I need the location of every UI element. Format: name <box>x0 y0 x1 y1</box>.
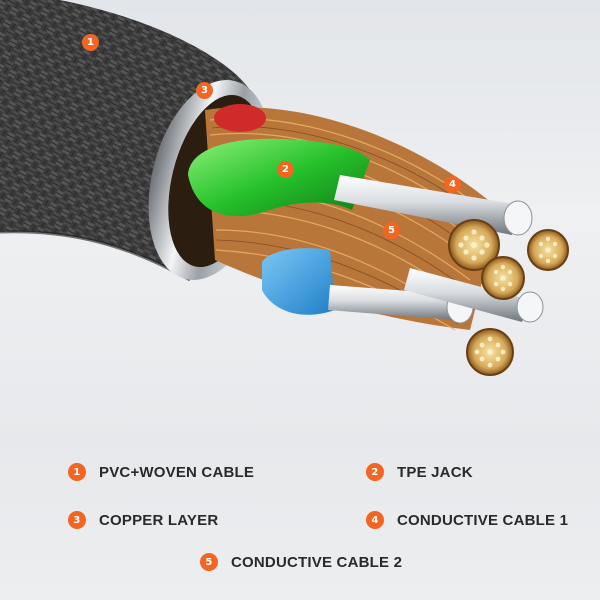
legend-label: TPE JACK <box>397 463 473 481</box>
copper-conductor-ends <box>448 219 569 376</box>
marker-badge-2: 2 <box>277 161 294 178</box>
red-inner-tube <box>214 104 266 132</box>
marker-badge-4: 4 <box>444 176 461 193</box>
green-tpe-jacket <box>188 138 370 217</box>
legend-item-pvc-woven-cable: 1 PVC+WOVEN CABLE <box>68 463 254 481</box>
legend-item-conductive-cable-2: 5 CONDUCTIVE CABLE 2 <box>200 553 402 571</box>
legend-label: CONDUCTIVE CABLE 2 <box>231 553 403 571</box>
legend-label: PVC+WOVEN CABLE <box>99 463 255 481</box>
legend-label: COPPER LAYER <box>99 511 219 529</box>
number-badge-4: 4 <box>366 511 384 529</box>
number-badge-1: 1 <box>68 463 86 481</box>
legend-item-conductive-cable-1: 4 CONDUCTIVE CABLE 1 <box>366 511 568 529</box>
cable-cross-section-illustration <box>0 0 600 432</box>
blue-jacket <box>262 248 335 315</box>
number-badge-5: 5 <box>200 553 218 571</box>
marker-badge-3: 3 <box>196 82 213 99</box>
legend-item-copper-layer: 3 COPPER LAYER <box>68 511 218 529</box>
legend-label: CONDUCTIVE CABLE 1 <box>397 511 569 529</box>
marker-badge-5: 5 <box>383 222 400 239</box>
number-badge-2: 2 <box>366 463 384 481</box>
marker-badge-1: 1 <box>82 34 99 51</box>
legend: 1 PVC+WOVEN CABLE 2 TPE JACK 3 COPPER LA… <box>0 432 600 600</box>
number-badge-3: 3 <box>68 511 86 529</box>
legend-item-tpe-jack: 2 TPE JACK <box>366 463 473 481</box>
